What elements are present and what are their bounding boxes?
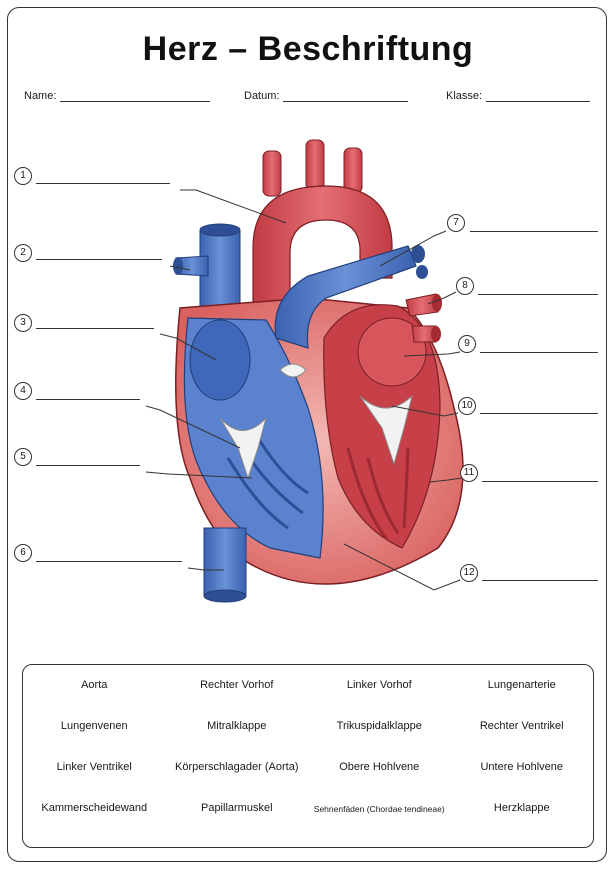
page-title: Herz – Beschriftung [142,30,474,68]
marker-6: 6 [14,544,32,562]
right-atrium-cavity [189,319,251,401]
heart-illustration [145,139,464,603]
term-lungenarterie: Lungenarterie [487,679,556,691]
pulmonary-valve [279,363,307,378]
word-bank: Aorta Rechter Vorhof Linker Vorhof Lunge… [22,664,594,848]
word-bank-grid: Aorta Rechter Vorhof Linker Vorhof Lunge… [23,679,593,843]
vein-opening [173,257,183,275]
left-atrium-cavity [357,317,427,387]
marker-11: 11 [460,464,478,482]
answer-line-11[interactable] [482,481,598,482]
term-obere-hohlvene: Obere Hohlvene [339,761,420,773]
marker-8: 8 [456,277,474,295]
tricuspid-valve [219,417,267,480]
answer-line-12[interactable] [482,580,598,581]
mitral-valve [359,394,413,466]
marker-3: 3 [14,314,32,332]
aortic-branch-3 [343,147,363,194]
left-pulmonary-vein-1 [405,293,439,317]
marker-2: 2 [14,244,32,262]
term-linker-ventrikel: Linker Ventrikel [56,761,132,773]
term-kammerscheidewand: Kammerscheidewand [41,802,148,814]
lpv-opening-2 [431,326,441,342]
answer-line-1[interactable] [36,183,170,184]
aortic-branch-1 [262,150,282,197]
answer-line-8[interactable] [478,294,598,295]
term-papillarmuskel: Papillarmuskel [200,802,273,814]
answer-line-2[interactable] [36,259,162,260]
date-label: Datum: [244,90,280,102]
aortic-branch-2 [305,139,325,191]
answer-line-7[interactable] [470,231,598,232]
marker-1: 1 [14,167,32,185]
name-label: Name: [24,90,57,102]
term-rechter-vorhof: Rechter Vorhof [200,679,274,691]
svc-opening [199,223,241,237]
term-aorta: Aorta [81,679,108,691]
ivc-opening [203,589,247,603]
marker-5: 5 [14,448,32,466]
date-input-line[interactable] [283,91,409,102]
marker-10: 10 [458,397,476,415]
answer-line-4[interactable] [36,399,140,400]
term-rechter-ventrikel: Rechter Ventrikel [479,720,564,732]
date-field: Datum: [244,90,409,102]
inferior-vena-cava [203,527,247,597]
pulmonary-opening-1 [411,245,425,263]
answer-line-9[interactable] [480,352,598,353]
marker-7: 7 [447,214,465,232]
term-linker-vorhof: Linker Vorhof [346,679,412,691]
marker-12: 12 [460,564,478,582]
name-field: Name: [24,90,211,102]
marker-9: 9 [458,335,476,353]
class-input-line[interactable] [486,91,591,102]
pulmonary-opening-2 [416,265,428,279]
answer-line-10[interactable] [480,413,598,414]
name-input-line[interactable] [60,91,211,102]
lpv-opening-1 [432,294,442,312]
answer-line-6[interactable] [36,561,182,562]
term-mitralklappe: Mitralklappe [207,720,267,732]
term-untere-hohlvene: Untere Hohlvene [480,761,564,773]
term-koerperschlagader: Körperschlagader (Aorta) [174,761,299,773]
answer-line-5[interactable] [36,465,140,466]
term-trikuspidalklappe: Trikuspidalklappe [336,720,422,732]
class-field: Klasse: [446,90,591,102]
term-sehnenfaeden: Sehnenfäden (Chordae tendineae) [313,804,445,814]
class-label: Klasse: [446,90,483,102]
marker-4: 4 [14,382,32,400]
left-ventricle-trabeculae [346,447,410,539]
worksheet: Herz – Beschriftung Name: Datum: Klasse: [7,7,607,862]
term-herzklappe: Herzklappe [493,802,550,814]
leader-lines [145,189,463,591]
answer-line-3[interactable] [36,328,154,329]
term-lungenvenen: Lungenvenen [60,720,128,732]
